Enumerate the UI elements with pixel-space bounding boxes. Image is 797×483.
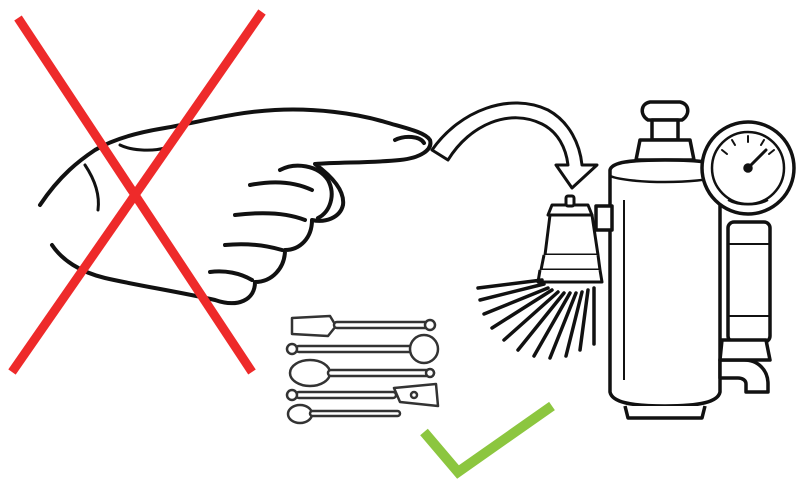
spray-nozzle-icon bbox=[478, 196, 602, 358]
curved-arrow-icon bbox=[432, 103, 597, 188]
checkmark-icon bbox=[424, 406, 552, 472]
utensils-icon bbox=[287, 316, 438, 423]
pressure-gauge-icon bbox=[702, 122, 794, 214]
